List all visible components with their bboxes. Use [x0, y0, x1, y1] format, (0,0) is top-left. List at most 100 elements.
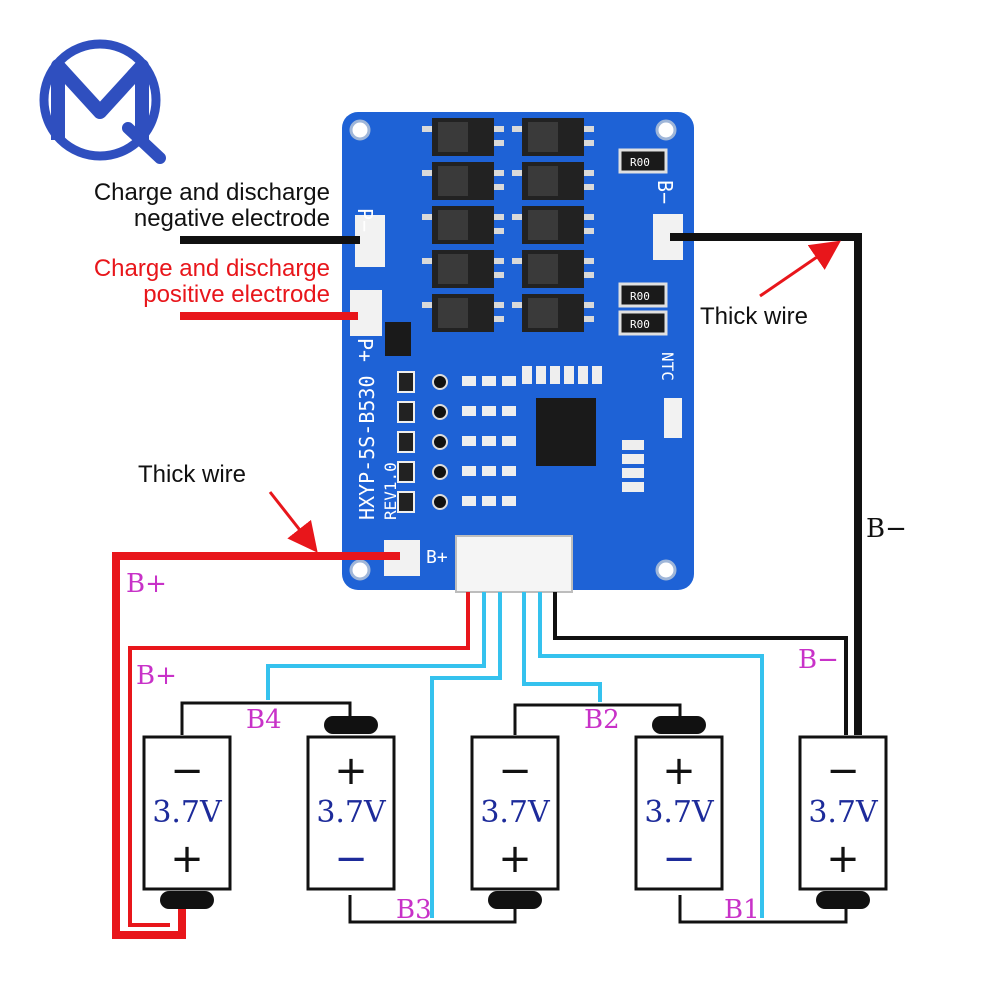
protection-ic	[536, 398, 596, 466]
resistor	[462, 436, 476, 446]
arrow-thick-wire-right	[759, 240, 841, 298]
resistor	[462, 496, 476, 506]
cell-voltage: 3.7V	[644, 795, 715, 830]
cell-top-sign: +	[662, 748, 696, 794]
resistor	[536, 366, 546, 384]
resistor	[462, 406, 476, 416]
label-p-plus-line2: positive electrode	[143, 281, 330, 308]
resistor	[482, 466, 496, 476]
resistor	[502, 496, 516, 506]
mount-hole	[655, 559, 677, 581]
resistor-code: R00	[630, 318, 650, 331]
capacitor	[397, 491, 415, 513]
label-p-minus-line1: Charge and discharge	[94, 179, 330, 206]
resistor	[502, 436, 516, 446]
wire-b4	[266, 592, 486, 700]
link-cell1-cell2	[180, 701, 352, 735]
resistor	[564, 366, 574, 384]
resistor	[482, 376, 496, 386]
cell-body	[306, 735, 396, 891]
transistor	[432, 434, 448, 450]
resistor	[522, 366, 532, 384]
resistor-code: R00	[630, 156, 650, 169]
label-b1: B1	[724, 895, 760, 925]
transistor	[432, 494, 448, 510]
wire-b-plus-balance	[128, 592, 470, 927]
resistor	[462, 376, 476, 386]
link-cell4-cell5	[678, 895, 848, 924]
bms-board: P− P+ B− B+ NTC HXYP-5S-B530 REV1.0 R00 …	[342, 112, 694, 593]
mount-hole	[349, 559, 371, 581]
mosfet	[422, 162, 504, 200]
mosfet	[512, 294, 594, 332]
wire-b1	[538, 592, 764, 918]
mosfet	[422, 294, 504, 332]
cell-top-sign: −	[498, 748, 532, 794]
cell-terminal	[488, 891, 542, 909]
resistor	[502, 406, 516, 416]
battery-cell: −3.7V+	[470, 735, 560, 909]
label-b2: B2	[584, 705, 620, 735]
wire-b-minus-thick	[670, 233, 862, 735]
label-thick-wire-left: Thick wire	[138, 461, 246, 488]
capacitor	[397, 371, 415, 393]
pad-label-b-plus: B+	[426, 547, 448, 568]
mosfet	[512, 250, 594, 288]
label-thick-wire-right: Thick wire	[700, 303, 808, 330]
cell-terminal	[652, 716, 706, 734]
cell-body	[634, 735, 724, 891]
cell-bottom-sign: −	[662, 836, 696, 882]
mosfet	[512, 162, 594, 200]
shunt-resistor: R00	[618, 282, 668, 308]
shunt-resistor: R00	[618, 148, 668, 174]
resistor	[622, 454, 644, 464]
transistor	[432, 464, 448, 480]
cell-top-sign: −	[826, 748, 860, 794]
cell-bottom-sign: −	[334, 836, 368, 882]
pad-label-b-minus: B−	[653, 180, 677, 204]
resistor	[578, 366, 588, 384]
resistor	[462, 466, 476, 476]
cell-voltage: 3.7V	[808, 795, 879, 830]
svg-text:★★: ★★	[80, 133, 105, 149]
board-revision: REV1.0	[381, 462, 400, 520]
transistor	[432, 404, 448, 420]
battery-cell: +3.7V −	[634, 716, 724, 891]
capacitor	[397, 401, 415, 423]
transistor	[432, 374, 448, 390]
wire-b-minus-balance	[553, 592, 848, 735]
ntc-label: NTC	[658, 352, 677, 381]
resistor	[622, 468, 644, 478]
link-cell3-cell4	[513, 703, 682, 735]
resistor	[622, 440, 644, 450]
mosfet	[512, 206, 594, 244]
label-b-minus-lower: B−	[798, 645, 839, 675]
cell-bottom-sign: +	[826, 836, 860, 882]
resistor-code: R00	[630, 290, 650, 303]
ntc-pad	[664, 398, 682, 438]
cell-top-sign: +	[334, 748, 368, 794]
resistor	[482, 406, 496, 416]
cell-bottom-sign: +	[170, 836, 204, 882]
small-ic	[385, 322, 411, 356]
board-model: HXYP-5S-B530	[355, 376, 379, 521]
cell-body	[142, 735, 232, 891]
battery-cell: +3.7V−	[306, 716, 396, 891]
label-b-minus-side: B−	[866, 514, 907, 544]
resistor	[482, 496, 496, 506]
link-cell2-cell3	[348, 895, 517, 924]
wire-b2	[522, 592, 602, 702]
cell-top-sign: −	[170, 748, 204, 794]
cell-bottom-sign: +	[498, 836, 532, 882]
capacitor	[397, 431, 415, 453]
wire-b-plus-thick	[112, 552, 400, 939]
mosfet	[512, 118, 594, 156]
resistor	[622, 482, 644, 492]
pad-label-p-minus: P−	[353, 208, 377, 232]
label-b-plus-upper: B+	[126, 569, 167, 599]
resistor	[482, 436, 496, 446]
mount-hole	[655, 119, 677, 141]
label-b3: B3	[396, 895, 432, 925]
cell-body	[470, 735, 560, 891]
